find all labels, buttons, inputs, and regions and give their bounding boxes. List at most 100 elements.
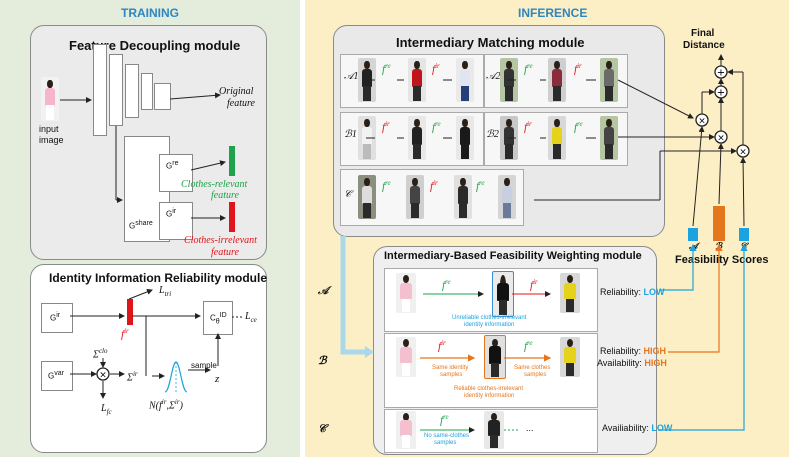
iirm-title: Identity Information Reliability module — [49, 271, 268, 285]
f-re-b2: fre — [574, 120, 583, 134]
reliability-b-readout: Reliability: HIGH — [600, 346, 667, 356]
final-distance-label: Final — [691, 28, 715, 39]
person-a1-mid — [408, 58, 426, 102]
original-feature-label-2: feature — [227, 98, 255, 109]
multiply-symbol-c: × — [739, 148, 747, 158]
availability-b-readout: Availability: HIGH — [597, 358, 667, 368]
matching-arrows — [366, 79, 596, 139]
f-re-c-1: fre — [382, 179, 391, 193]
feature-decoupling-module: Feature Decoupling module input image Or… — [30, 25, 267, 260]
final-distance-label-2: Distance — [683, 40, 725, 51]
clothes-irrelevant-feature-bar — [229, 202, 235, 232]
no-same-clothes-label: No same-clothes — [424, 433, 470, 439]
flow-arrowhead-to-ibfw — [365, 346, 374, 358]
g-ir-block: Gir — [159, 202, 193, 240]
arrow-to-g-re-feature — [190, 160, 226, 171]
original-feature-label: Original — [219, 86, 254, 97]
ibfw-f-re-a: fre — [442, 278, 451, 292]
ibfw-person-b-mid — [484, 335, 506, 379]
l-fc-label: Lfc — [101, 403, 112, 416]
unreliable-info-label: Unreliable clothes-irrelevant — [452, 315, 527, 321]
sample-label: sample — [191, 361, 217, 370]
feasibility-bar-c — [739, 228, 749, 241]
fdm-title: Feature Decoupling module — [69, 38, 241, 53]
input-label: input — [39, 124, 59, 134]
clothes-relevant-label-2: feature — [211, 190, 239, 201]
ibfw-f-ir-b: fir — [438, 339, 446, 353]
input-label-2: image — [39, 135, 64, 145]
multiply-node-training — [96, 367, 110, 381]
row-label-b1: ℬ1 — [344, 129, 357, 140]
g-share-label: G — [129, 221, 136, 231]
same-identity-label: Same identity — [432, 365, 469, 371]
backbone-block-2 — [109, 54, 123, 126]
ibfw-f-ir-a: fir — [530, 278, 538, 292]
reliable-info-label-2: identity information — [464, 393, 515, 399]
same-clothes-label: Same clothes — [514, 365, 551, 371]
z-label: z — [215, 373, 220, 385]
ibfw-person-a-gallery — [560, 273, 580, 313]
l-tri-label: Ltri — [159, 285, 172, 298]
feedback-reliability-a — [660, 243, 697, 291]
no-same-clothes-label-2: samples — [434, 440, 457, 446]
inference-title: INFERENCE — [518, 6, 588, 20]
f-re-a1: fre — [382, 62, 391, 76]
row-label-b2: ℬ2 — [486, 129, 499, 140]
unreliable-info-label-2: identity information — [464, 322, 515, 328]
sigma-clo-label: Σclo — [93, 347, 108, 361]
ibfw-person-b-query — [396, 337, 416, 377]
clothes-relevant-feature-bar — [229, 146, 235, 176]
f-ir-b1: fir — [382, 120, 390, 134]
input-image — [41, 77, 59, 121]
arrow-to-original-feature — [169, 92, 221, 100]
backbone-block-4 — [141, 73, 153, 110]
sum-symbol-top: + — [717, 68, 725, 79]
ibfw-person-c-mid — [484, 411, 504, 449]
iirm-g-ir-block: Gir — [41, 303, 73, 333]
row-label-c: 𝒞 — [344, 189, 352, 200]
backbone-block-3 — [125, 64, 139, 118]
row-label-a2: 𝒜2 — [486, 71, 501, 82]
f-ir-a2: fir — [574, 62, 582, 76]
ibfw-title: Intermediary-Based Feasibility Weighting… — [384, 250, 642, 262]
ibfw-f-re-b: fre — [524, 339, 533, 353]
person-c-mid-2 — [454, 175, 472, 219]
reliability-a-readout: Reliability: LOW — [600, 287, 665, 297]
f-re-b1: fre — [432, 120, 441, 134]
feedback-availability-c — [658, 243, 748, 431]
intermediary-matching-module: Intermediary Matching module 𝒜1 𝒜2 ℬ1 ℬ2… — [333, 25, 665, 237]
ibfw-person-a-query — [396, 273, 416, 313]
sum-symbol-bottom: + — [717, 88, 725, 99]
reliable-info-label: Reliable clothes-irrelevant — [454, 386, 524, 392]
f-ir-a1: fir — [432, 62, 440, 76]
training-panel: TRAINING Feature Decoupling module input… — [0, 0, 300, 457]
arrow-f-to-l-tri — [128, 289, 153, 300]
arrow-feasibility-a — [692, 126, 705, 227]
identity-information-reliability-module: Identity Information Reliability module … — [30, 264, 267, 453]
clothes-irrelevant-label: Clothes-irrelevant — [184, 235, 257, 246]
person-a2-gallery — [600, 58, 618, 102]
f-ir-label: fir — [121, 327, 129, 341]
multiply-symbol-b: × — [717, 134, 725, 144]
person-a2-mid — [548, 58, 566, 102]
ibfw-ellipsis: ... — [526, 423, 534, 433]
person-b1-gallery — [456, 116, 474, 160]
ibfw-row-c: 𝒞 — [318, 423, 327, 435]
backbone-block-5 — [154, 83, 171, 110]
person-c-mid-1 — [406, 175, 424, 219]
ibfw-row-b: ℬ — [318, 355, 327, 367]
g-re-block: Gre — [159, 154, 193, 192]
ibfw-row-a: 𝒜 — [318, 285, 329, 297]
arrow-feasibility-c — [740, 157, 747, 227]
ibfw-person-b-gallery — [560, 337, 580, 377]
imm-title: Intermediary Matching module — [396, 35, 585, 50]
ibfw-person-a-mid — [492, 271, 514, 317]
g-share-sup: share — [135, 220, 153, 227]
same-clothes-label-2: samples — [524, 372, 547, 378]
f-ir-feature-bar — [127, 299, 133, 325]
person-a1-gallery — [456, 58, 474, 102]
inference-panel: INFERENCE Final Distance Intermediary Ma… — [305, 0, 789, 457]
availability-c-readout: Availiability: LOW — [602, 423, 673, 433]
f-re-c-2: fre — [476, 179, 485, 193]
